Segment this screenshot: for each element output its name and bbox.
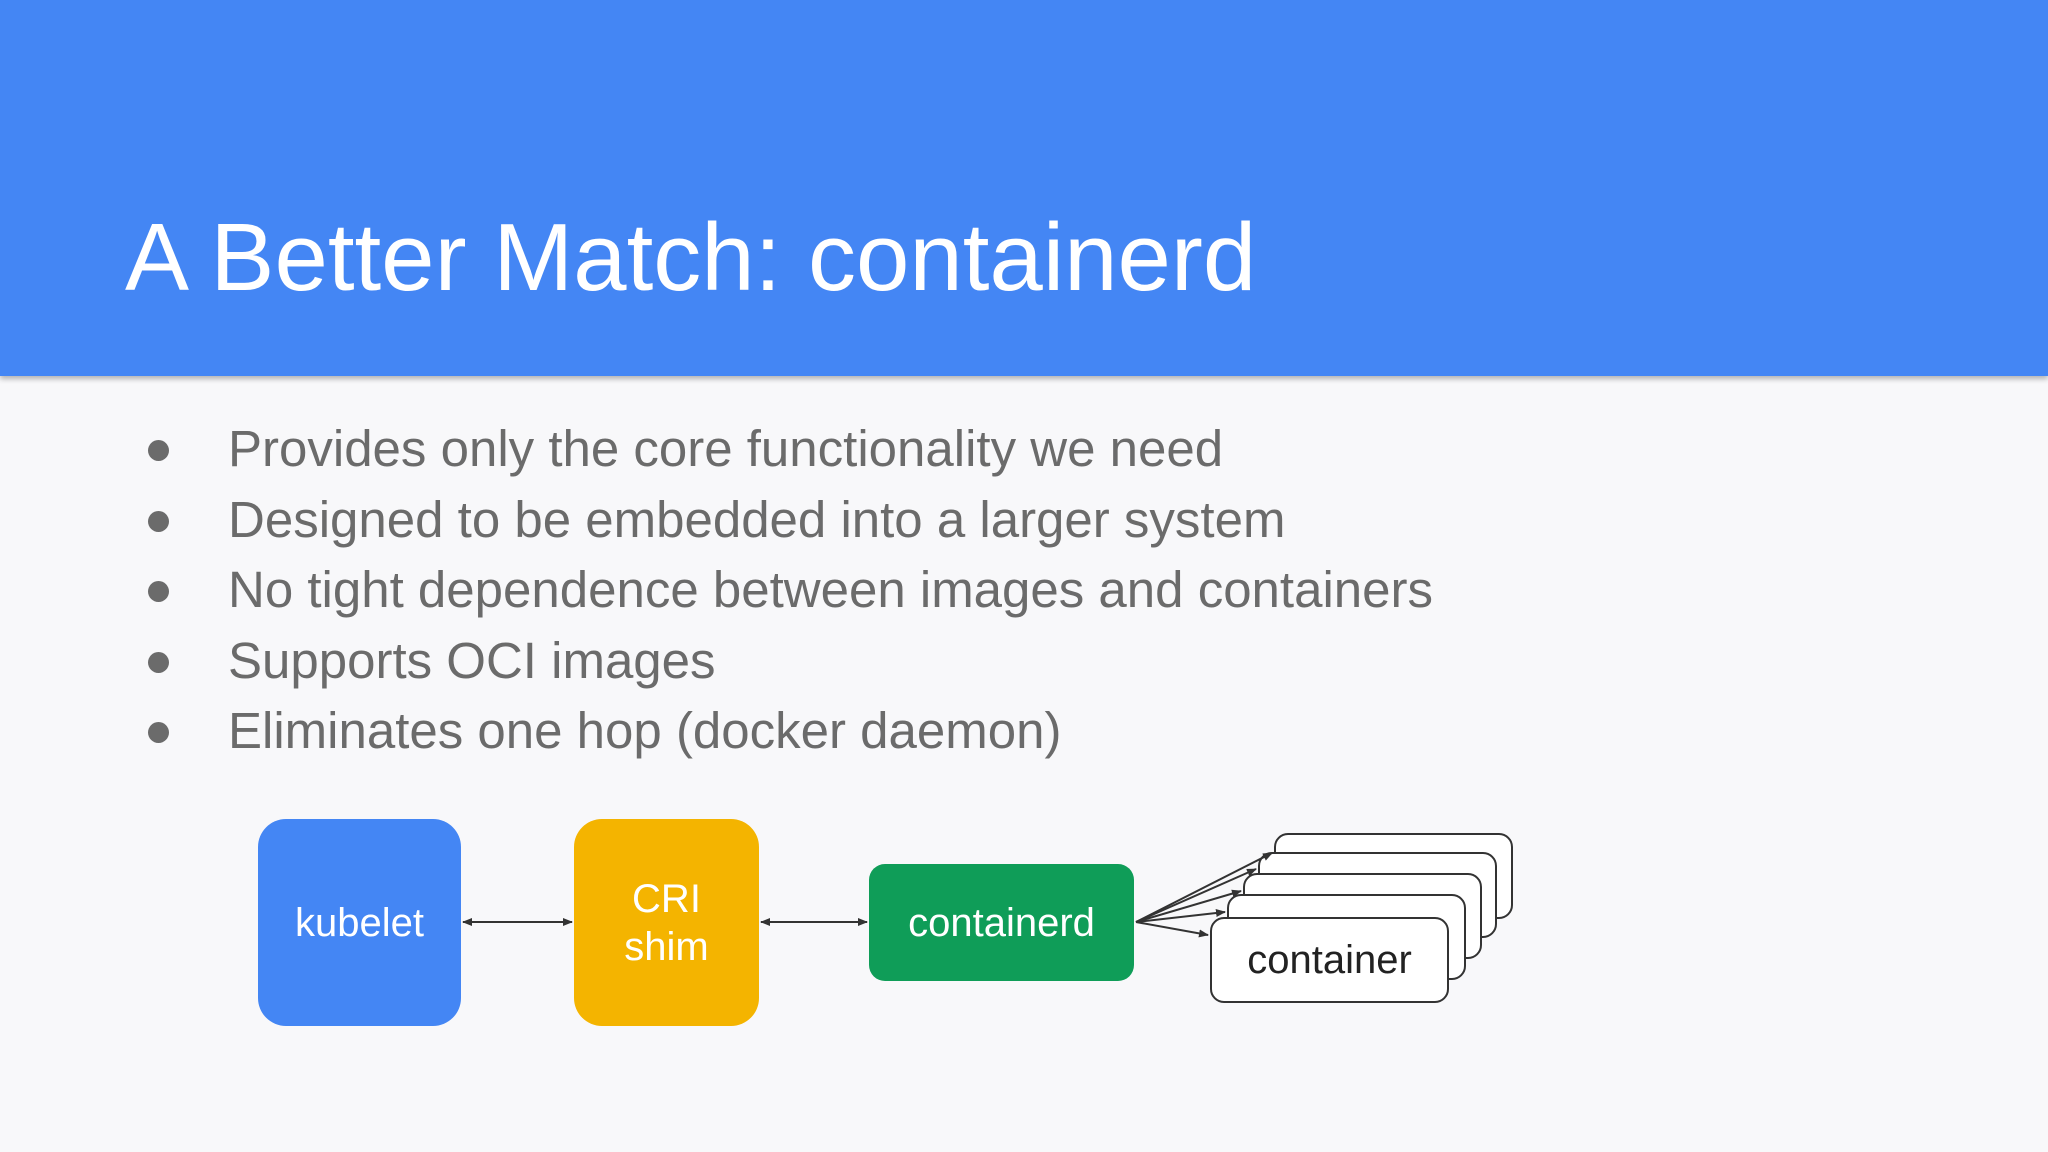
bullet-text: Supports OCI images: [228, 631, 716, 689]
bullet-dot-icon: [148, 440, 169, 461]
containerd-container-arrow: [1135, 889, 1242, 923]
containerd-container-arrow: [1135, 909, 1226, 923]
containerd-label: containerd: [908, 900, 1095, 945]
kubelet-node: kubelet: [258, 819, 461, 1026]
container-label: container: [1247, 937, 1412, 982]
bullet-dot-icon: [148, 510, 169, 532]
bullet-text: Eliminates one hop (docker daemon): [228, 702, 1062, 759]
bullet-text: Designed to be embedded into a larger sy…: [228, 490, 1286, 548]
slide-title: A Better Match: containerd: [125, 204, 1257, 311]
containerd-node: containerd: [869, 864, 1134, 981]
cri-shim-label-line1: CRI: [632, 876, 701, 921]
cri-shim-node: CRI shim: [574, 819, 759, 1026]
bullet-text: No tight dependence between images and c…: [228, 561, 1433, 618]
bullet-dot-icon: [148, 651, 169, 673]
containerd-container-arrow: [1135, 921, 1209, 938]
containerd-container-arrow: [1135, 868, 1257, 923]
cri-shim-label-line2: shim: [624, 924, 709, 969]
kubelet-label: kubelet: [295, 900, 424, 945]
bullet-dot-icon: [148, 581, 169, 602]
bullet-text: Provides only the core functionality we …: [228, 420, 1224, 477]
bullet-dot-icon: [148, 722, 169, 743]
slide-header: A Better Match: containerd: [0, 0, 2048, 376]
containerd-container-arrow: [1135, 852, 1273, 923]
container-card: container: [1210, 917, 1449, 1003]
